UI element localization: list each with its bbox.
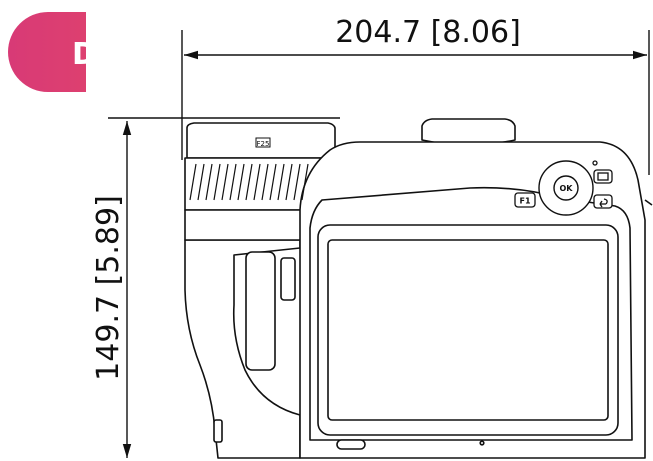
gallery-button [593,169,613,184]
top-dial [421,118,516,146]
screen-display [327,239,609,421]
grip-strap-mount [213,419,223,443]
width-dimension [181,30,650,175]
control-pad [538,160,594,216]
camera-body [184,118,653,459]
side-edge [644,199,653,206]
f1-button [514,192,536,208]
ok-button-label: OK [560,184,574,193]
height-dimension [108,117,340,458]
grip-window [245,251,276,371]
lens-marking-label: F25 [257,140,270,148]
lens-ridges [189,163,309,201]
back-button [593,194,613,209]
right-buttons [592,160,613,209]
grip-button [280,257,296,301]
bottom-latch [336,439,366,450]
gallery-icon [597,172,609,181]
f1-button-label: F1 [519,197,530,206]
ok-button [553,175,579,201]
back-arrow-icon [599,198,608,208]
height-dimension-label: 149.7 [5.89] [91,195,126,381]
lens-marking-box [255,137,271,148]
width-dimension-label: 204.7 [8.06] [335,15,521,50]
bottom-indicator [479,440,485,446]
status-led [592,160,598,166]
